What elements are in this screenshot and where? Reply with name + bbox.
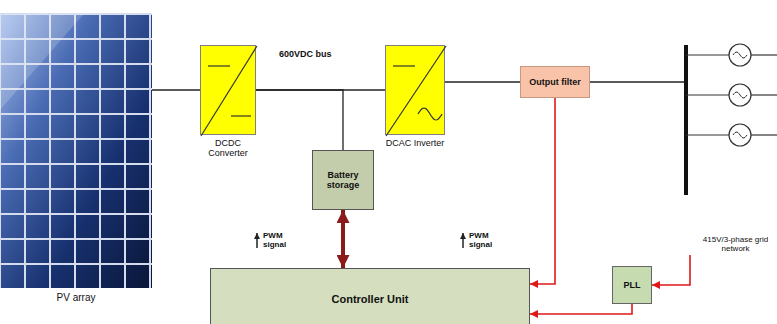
- battery-box: Battery storage: [312, 150, 374, 210]
- connector: [341, 210, 345, 268]
- grid-network: 415V/3-phase grid network: [684, 45, 777, 255]
- node-text: PV array: [57, 292, 96, 304]
- dcac-inverter: DCAC Inverter: [385, 45, 445, 135]
- dcdc-converter: DCDC Converter: [200, 45, 256, 135]
- signal-name: PWM signal: [263, 232, 297, 250]
- pwm-arrow: [256, 233, 258, 248]
- node-text: 415V/3-phase grid network: [696, 235, 775, 253]
- controller-box: Controller Unit: [210, 268, 530, 324]
- connector: [445, 81, 520, 82]
- node-text: PLL: [624, 280, 641, 290]
- node-text: DCAC Inverter: [385, 138, 445, 148]
- connector: [590, 81, 684, 82]
- grid-network-symbol: [684, 45, 777, 255]
- connector: [652, 255, 690, 285]
- node-text: DCDC Converter: [198, 138, 258, 159]
- connector: [152, 89, 200, 90]
- signal-name: PWM signal: [469, 232, 503, 250]
- pwm-arrow: [462, 233, 464, 248]
- pv-array: PV array: [0, 14, 152, 288]
- connector: [530, 98, 555, 284]
- filter-box: Output filter: [520, 66, 590, 98]
- bus-voltage-label: 600VDC bus: [279, 50, 332, 60]
- connector: [530, 304, 632, 314]
- node-text: Output filter: [529, 77, 581, 87]
- node-text: Battery storage: [313, 170, 373, 191]
- dcdc-converter-symbol: [201, 46, 255, 134]
- node-text: Controller Unit: [332, 293, 409, 306]
- connector: [256, 90, 343, 150]
- dcac-inverter-symbol: [386, 46, 444, 134]
- pv-array-symbol: [0, 14, 152, 288]
- pll-box: PLL: [612, 266, 652, 304]
